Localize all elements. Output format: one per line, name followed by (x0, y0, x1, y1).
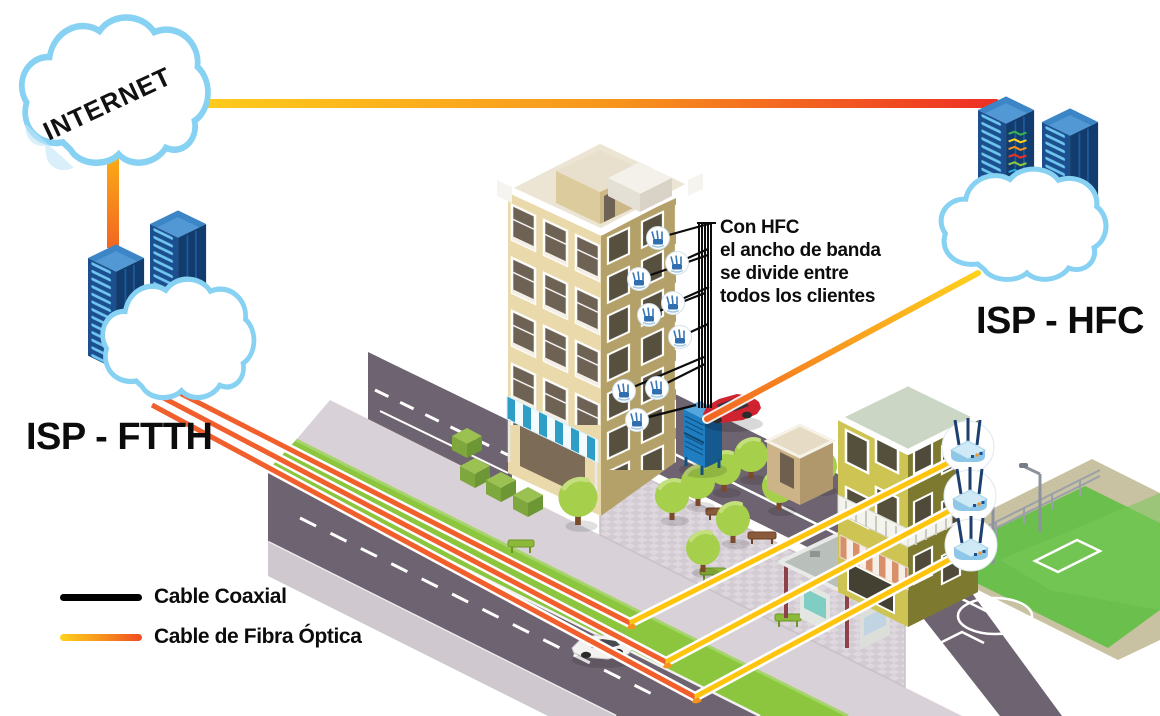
fiber-ftth-lines (149, 378, 974, 704)
cable-modem-icon (645, 225, 671, 251)
hfc-apartment-building (452, 136, 703, 532)
annotation-line: el ancho de banda (720, 240, 881, 261)
cloud-shading (25, 124, 74, 171)
fiber-line-swatch (60, 633, 142, 641)
annotation-line: todos los clientes (720, 286, 876, 307)
legend-row-fiber: Cable de Fibra Óptica (60, 623, 362, 651)
cable-modem-icon (611, 378, 637, 404)
shop-awning (839, 534, 909, 591)
cable-modem-icon (644, 375, 670, 401)
coaxial-line-swatch (60, 593, 142, 601)
legend-row-coaxial: Cable Coaxial (60, 583, 362, 611)
roof (835, 380, 981, 455)
grass-edge (295, 438, 849, 716)
ftth-routers (940, 416, 999, 573)
coaxial-legend-label: Cable Coaxial (154, 585, 287, 608)
isp-ftth-label: ISP - FTTH (26, 416, 213, 458)
fiber-internet-to-hfc (150, 99, 1000, 108)
legend: Cable Coaxial Cable de Fibra Óptica (60, 583, 362, 663)
cable-modem-icon (626, 266, 652, 292)
hfc-annotation: Con HFC el ancho de banda se divide entr… (720, 216, 881, 308)
utility-shed (763, 423, 837, 505)
cable-modem-icon (664, 250, 690, 276)
fiber-internet-to-ftth (107, 140, 119, 248)
isp-hfc-label: ISP - HFC (976, 300, 1144, 342)
isp-hfc-cloud-icon (941, 169, 1106, 279)
annotation-line: Con HFC (720, 217, 800, 238)
building-entrance (520, 424, 585, 497)
fiber-hfc-to-node (702, 268, 983, 424)
soccer-field (927, 459, 1160, 660)
sidewalk-lower (268, 542, 616, 716)
roof-penthouse (556, 150, 672, 224)
fiber-legend-label: Cable de Fibra Óptica (154, 625, 362, 648)
bushes (452, 428, 543, 517)
field-lines (929, 538, 1103, 650)
annotation-line: se divide entre (720, 263, 849, 284)
cable-modem-icon (624, 407, 650, 433)
cable-modem-icon (667, 324, 693, 350)
cable-modem-icon (660, 290, 686, 316)
cable-modem-icon (636, 302, 662, 328)
